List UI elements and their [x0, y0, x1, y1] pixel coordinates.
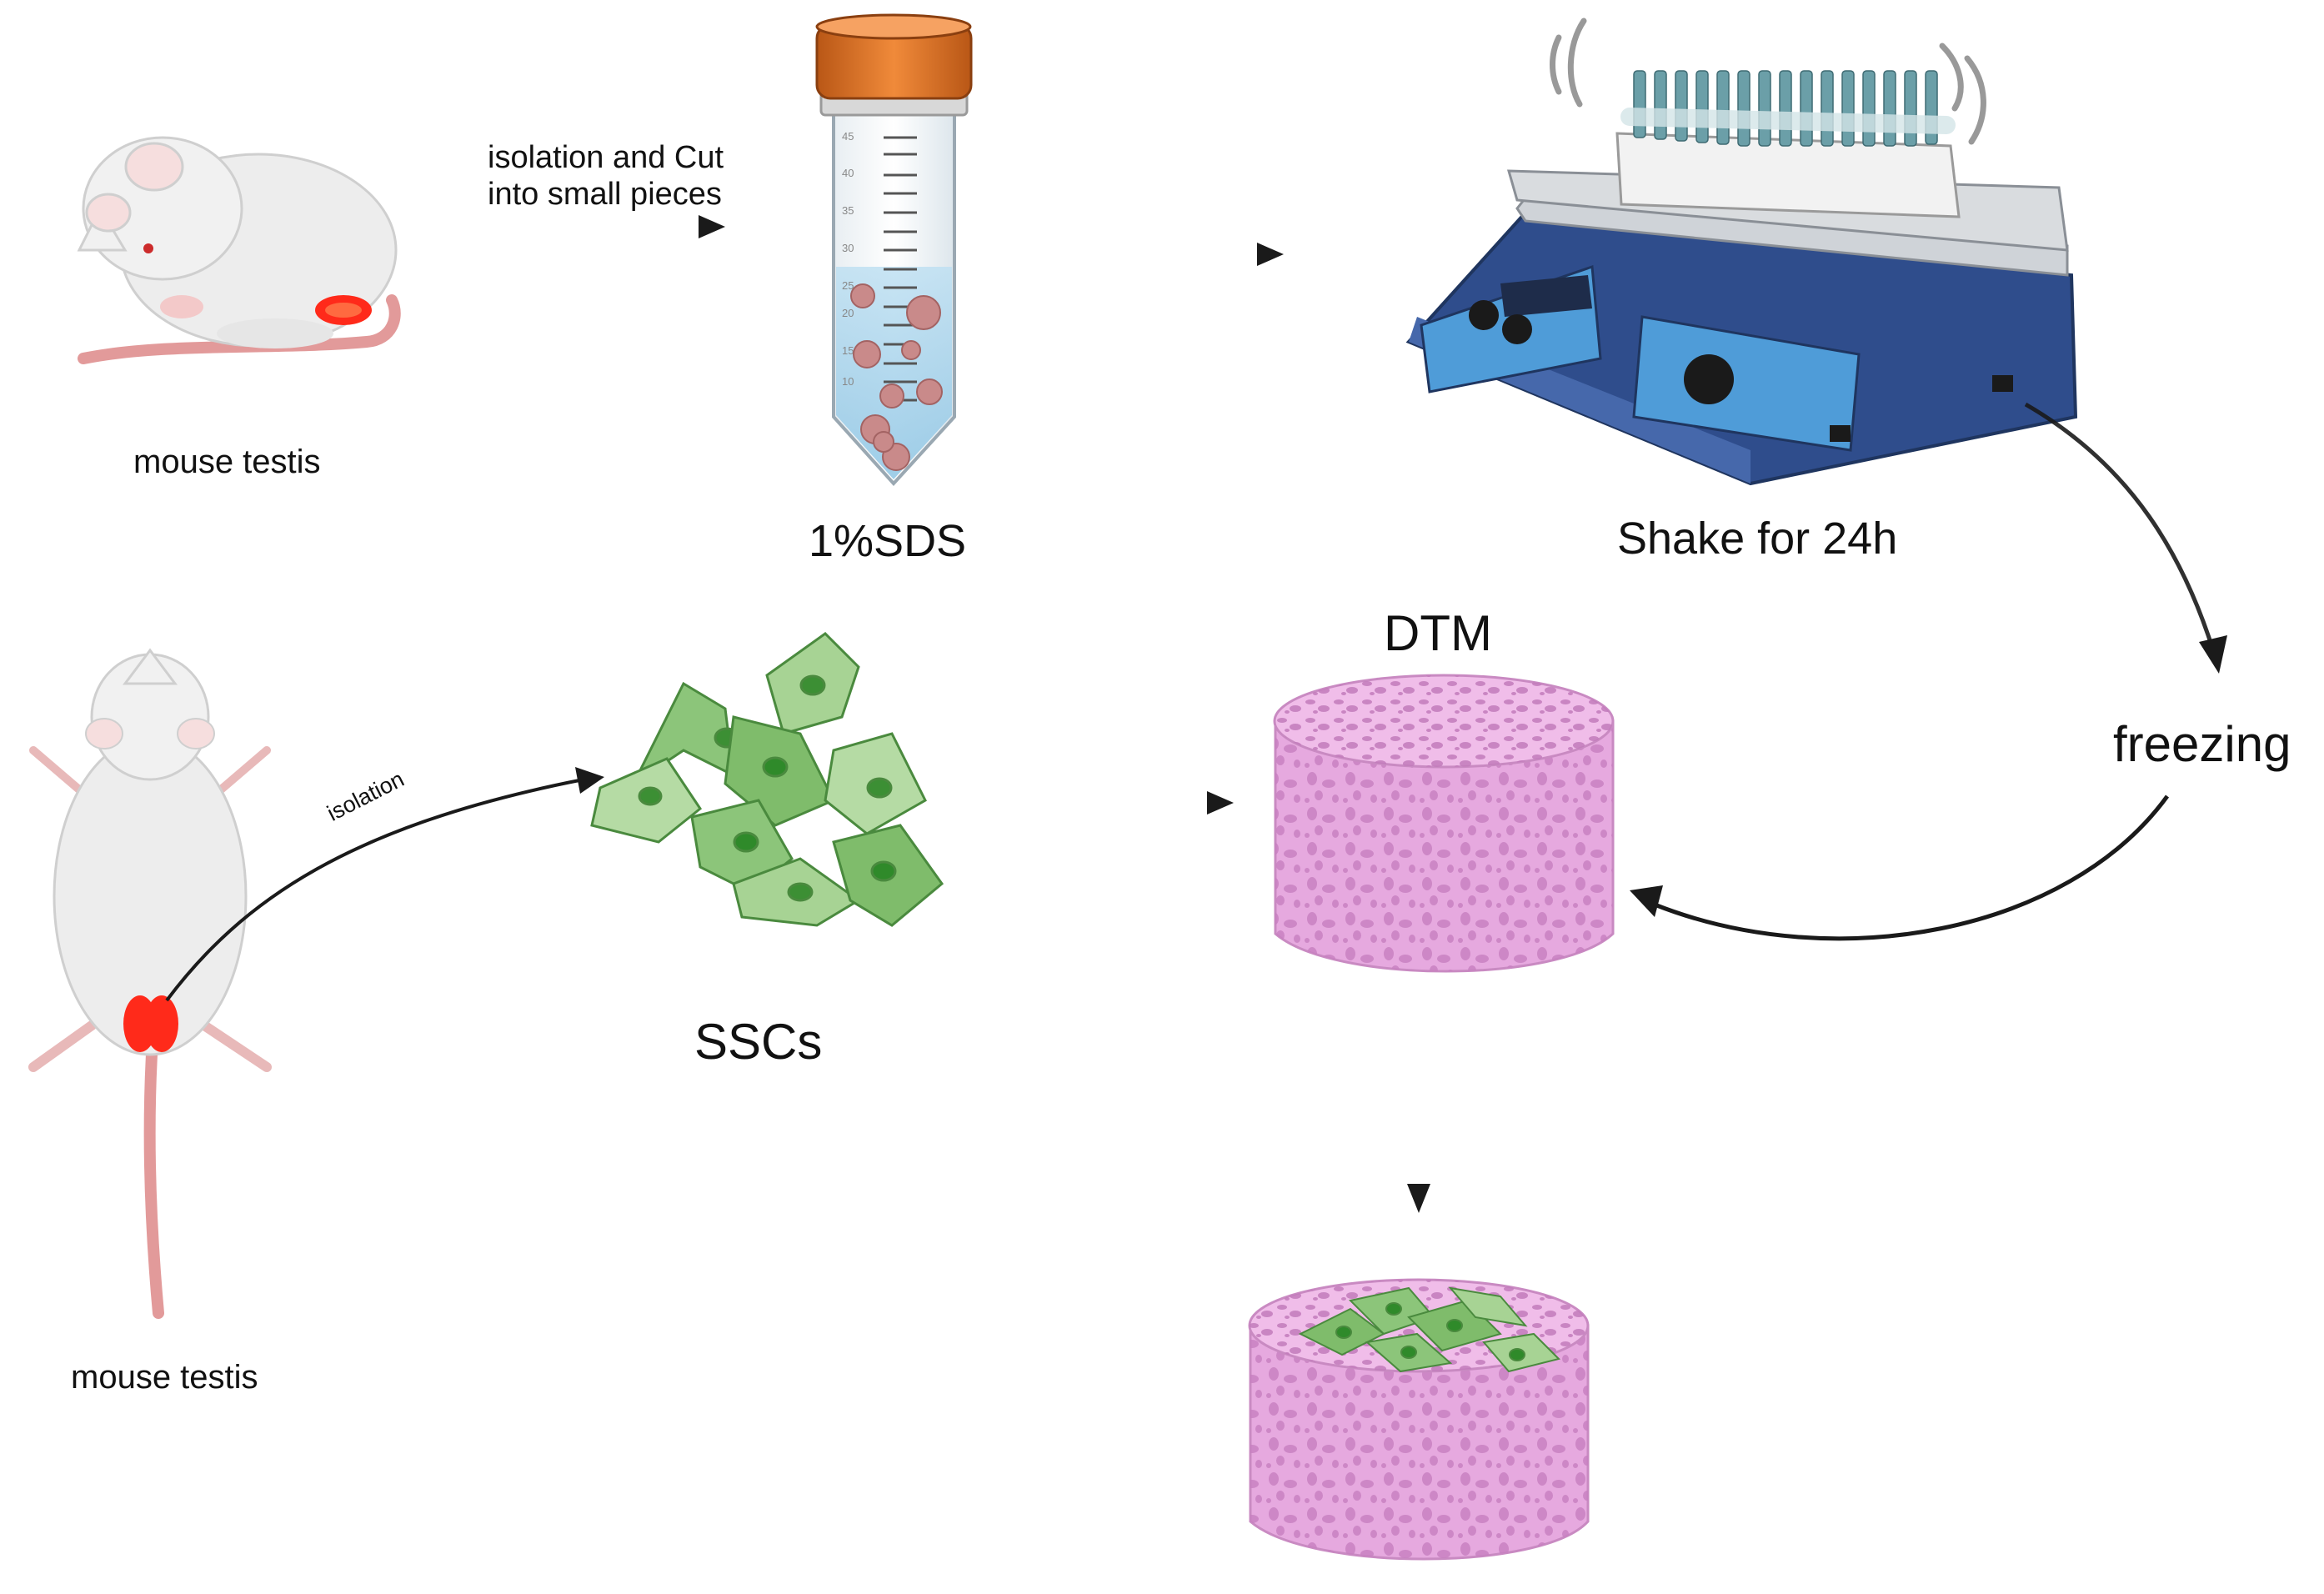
- arrow-dtm-to-seeded: [1407, 1042, 1430, 1213]
- dtm-scaffold: [1273, 674, 1615, 973]
- mouse-supine-illustration: [28, 648, 272, 1319]
- tube-scale-45: 45: [842, 130, 854, 143]
- mouse-bottom-label: mouse testis: [71, 1359, 258, 1396]
- sscs-label: SSCs: [694, 1014, 823, 1070]
- tube-scale-30: 30: [842, 242, 854, 254]
- tube-graduations: [884, 136, 917, 402]
- mouse-sitting-illustration: [77, 136, 401, 364]
- seeded-scaffold: [1248, 1278, 1590, 1561]
- step-cut-label-line1: isolation and Cut: [488, 140, 724, 175]
- tube-scale-35: 35: [842, 204, 854, 217]
- step-cut-label-line2: into small pieces: [488, 177, 722, 212]
- testis-highlight-right: [145, 995, 178, 1052]
- mouse-top-label: mouse testis: [133, 444, 321, 480]
- sds-label: 1%SDS: [809, 516, 967, 566]
- shaker-tube-rack: [1633, 70, 1938, 147]
- tube-scale-20: 20: [842, 307, 854, 319]
- tube-scale-10: 10: [842, 375, 854, 388]
- seeded-cells: [1298, 1286, 1560, 1373]
- arrow-shaker-to-freezing: [2024, 402, 2227, 674]
- arrow-sscs-to-dtm: [963, 791, 1234, 815]
- shaker-illustration: [1405, 18, 2078, 486]
- tissue-pieces: [850, 283, 943, 471]
- arrow-freezing-to-dtm: [1630, 794, 2170, 941]
- arrow-isolation: [165, 767, 604, 1002]
- tube-scale-25: 25: [842, 279, 854, 292]
- dtm-label: DTM: [1384, 605, 1492, 661]
- falcon-tube-illustration: 45 40 35 30 25 20 15 10: [815, 13, 973, 486]
- tube-scale-40: 40: [842, 167, 854, 179]
- ssc-cell-cluster: [590, 632, 944, 927]
- shake-label: Shake for 24h: [1617, 514, 1898, 564]
- tube-scale-15: 15: [842, 344, 854, 357]
- freezing-label: freezing: [2113, 716, 2291, 772]
- arrow-tube-to-shaker: [1063, 243, 1284, 266]
- arrow-cut-to-tube: [500, 215, 725, 238]
